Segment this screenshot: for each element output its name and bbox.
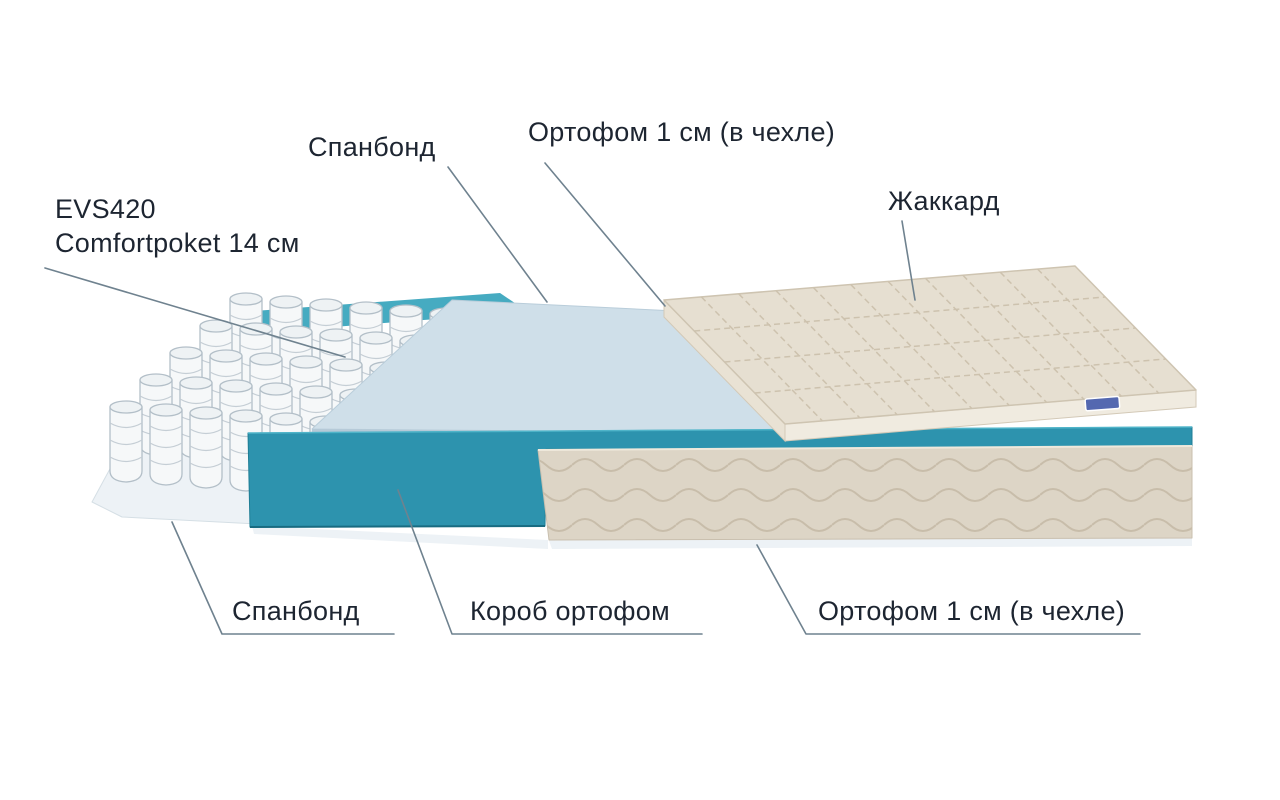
quilt-stitch-line <box>850 284 973 410</box>
pocket-spring <box>149 403 183 486</box>
jacquard-top-face <box>663 265 1197 425</box>
pocket-spring <box>109 400 143 483</box>
quilt-stitch-line <box>887 280 1010 406</box>
foam-box-top-highlight <box>247 426 1193 434</box>
foam-box-bottom-shade <box>249 525 546 528</box>
brand-tag <box>1084 395 1121 412</box>
spunbond-bottom-mid-edge <box>252 526 548 549</box>
quilt-stitch-line <box>999 271 1122 397</box>
pocket-spring <box>189 406 223 489</box>
orthofoam-bottom-layer <box>537 445 1193 541</box>
label-foam-box: Короб ортофом <box>470 596 670 626</box>
leader-spunbond-bottom <box>171 521 395 635</box>
quilt-stitch-line <box>700 296 823 422</box>
label-spunbond-top: Спанбонд <box>308 132 436 162</box>
quilt-stitch-line <box>962 274 1085 400</box>
orthofoam-top-panel <box>663 265 1197 443</box>
jacquard-quilting <box>694 268 1166 422</box>
leader-springs <box>44 267 346 358</box>
quilt-stitch-line <box>812 287 935 413</box>
leader-spunbond-top <box>447 166 548 303</box>
leader-orthofoam-top <box>544 162 666 307</box>
labels: Спанбонд Ортофом 1 см (в чехле) Жаккард … <box>55 117 1125 626</box>
quilt-stitch-line <box>1037 268 1160 394</box>
leader-lines <box>44 162 1141 635</box>
quilt-stitch-line <box>925 277 1048 403</box>
quilt-stitch-line <box>775 290 898 416</box>
quilt-stitch-line <box>754 358 1166 394</box>
quilt-stitch-line <box>738 293 861 419</box>
quilt-stitch-line <box>694 296 1106 332</box>
quilt-stitch-line <box>724 327 1136 363</box>
orthofoam-bottom-top-highlight <box>537 445 1193 451</box>
leader-foam-box <box>397 489 703 635</box>
label-orthofoam-bottom: Ортофом 1 см (в чехле) <box>818 596 1125 626</box>
brand-tag-rect <box>1084 395 1121 412</box>
leader-orthofoam-bottom <box>756 544 1141 635</box>
label-springs-model: EVS420 <box>55 194 156 224</box>
label-springs-detail: Comfortpoket 14 см <box>55 228 300 258</box>
label-orthofoam-top: Ортофом 1 см (в чехле) <box>528 117 835 147</box>
leader-jacquard <box>901 220 916 301</box>
label-jacquard: Жаккард <box>888 186 1000 216</box>
label-spunbond-bottom: Спанбонд <box>232 596 360 626</box>
orthofoam-bottom-wave-quilting <box>538 446 1192 540</box>
